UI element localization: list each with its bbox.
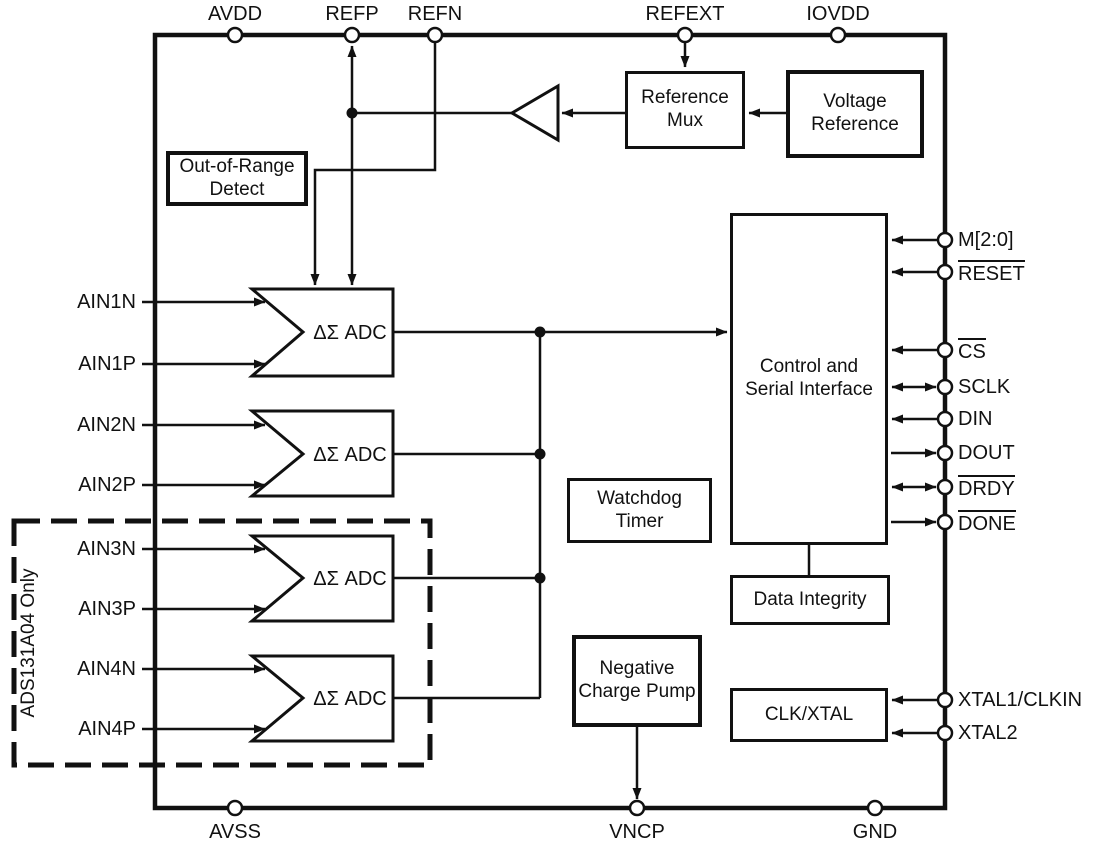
voltage-reference-label: Voltage Reference	[811, 91, 899, 135]
pin-label-ain2p: AIN2P	[78, 473, 136, 496]
pin-refext	[676, 26, 694, 44]
pin-label-dout: DOUT	[958, 441, 1015, 464]
control-serial-interface-label: Control and Serial Interface	[745, 356, 873, 400]
pin-label-avss: AVSS	[209, 820, 261, 843]
adc1-block	[247, 287, 395, 378]
pin-drdy	[936, 478, 954, 496]
pin-label-m20: M[2:0]	[958, 228, 1014, 251]
pin-label-avdd: AVDD	[207, 2, 263, 25]
junction-dots	[346, 107, 546, 584]
pin-m20	[936, 231, 954, 249]
data-integrity-block: Data Integrity	[730, 575, 890, 625]
pin-vncp	[628, 799, 646, 817]
pin-label-cs: CS	[958, 337, 986, 363]
reference-mux-label: Reference Mux	[641, 87, 729, 131]
pin-avss	[226, 799, 244, 817]
out-of-range-detect-block: Out-of-Range Detect	[166, 151, 308, 206]
adc2-block	[247, 409, 395, 498]
pin-iovdd	[829, 26, 847, 44]
pin-label-vncp: VNCP	[609, 820, 665, 843]
negative-charge-pump-block: Negative Charge Pump	[572, 635, 702, 727]
negative-charge-pump-label: Negative Charge Pump	[578, 658, 696, 702]
adc2-label: ΔΣ ADC	[313, 444, 387, 466]
control-serial-interface-block: Control and Serial Interface	[730, 213, 888, 545]
pin-label-refext: REFEXT	[645, 2, 725, 25]
pin-label-refn: REFN	[407, 2, 463, 25]
pin-dout	[936, 444, 954, 462]
reference-mux-block: Reference Mux	[625, 71, 745, 149]
pin-refp	[343, 26, 361, 44]
pin-done	[936, 513, 954, 531]
pin-label-ain3p: AIN3P	[78, 597, 136, 620]
junction-bus-2	[534, 448, 546, 460]
pin-label-ain3n: AIN3N	[77, 537, 136, 560]
pin-label-reset: RESET	[958, 259, 1025, 285]
pin-refn	[426, 26, 444, 44]
pin-label-ain1p: AIN1P	[78, 352, 136, 375]
junction-bus-3	[534, 572, 546, 584]
clk-xtal-block: CLK/XTAL	[730, 688, 888, 742]
junction-bus-1	[534, 326, 546, 338]
pin-label-iovdd: IOVDD	[806, 2, 870, 25]
pin-label-ain4p: AIN4P	[78, 717, 136, 740]
adc-labels: ΔΣ ADC ΔΣ ADC ΔΣ ADC ΔΣ ADC	[313, 322, 387, 710]
wires	[142, 42, 938, 800]
adc4-label: ΔΣ ADC	[313, 688, 387, 710]
pin-sclk	[936, 378, 954, 396]
pin-label-din: DIN	[958, 407, 993, 430]
pin-label-done: DONE	[958, 509, 1016, 535]
pin-avdd	[226, 26, 244, 44]
adc-blocks	[247, 287, 395, 743]
pin-label-xtal2: XTAL2	[958, 721, 1018, 744]
pin-circles	[226, 26, 954, 817]
pin-label-drdy: DRDY	[958, 474, 1015, 500]
voltage-reference-block: Voltage Reference	[786, 70, 924, 158]
pin-gnd	[866, 799, 884, 817]
ads131a04-only-region	[11, 518, 433, 768]
variant-note: ADS131A04 Only	[18, 568, 39, 717]
pin-din	[936, 410, 954, 428]
data-integrity-label: Data Integrity	[753, 588, 867, 610]
wire-refn-to-adc1	[310, 42, 437, 286]
watchdog-timer-block: Watchdog Timer	[567, 478, 712, 543]
out-of-range-detect-label: Out-of-Range Detect	[179, 155, 295, 200]
clk-xtal-label: CLK/XTAL	[764, 703, 854, 725]
pin-reset	[936, 263, 954, 281]
pin-label-xtal1-clkin: XTAL1/CLKIN	[958, 688, 1083, 711]
adc3-block	[247, 534, 395, 623]
pin-xtal2	[936, 724, 954, 742]
pin-xtal1-clkin	[936, 691, 954, 709]
reference-buffer-amp	[509, 83, 560, 143]
pin-label-gnd: GND	[852, 820, 898, 843]
pin-label-ain4n: AIN4N	[77, 657, 136, 680]
pin-label-sclk: SCLK	[958, 375, 1011, 398]
adc4-block	[247, 654, 395, 743]
pin-label-refp: REFP	[325, 2, 379, 25]
pin-cs	[936, 341, 954, 359]
junction-refp	[346, 107, 358, 119]
pin-label-ain1n: AIN1N	[77, 290, 136, 313]
adc1-label: ΔΣ ADC	[313, 322, 387, 344]
adc3-label: ΔΣ ADC	[313, 568, 387, 590]
watchdog-timer-label: Watchdog Timer	[597, 487, 682, 532]
pin-label-ain2n: AIN2N	[77, 413, 136, 436]
